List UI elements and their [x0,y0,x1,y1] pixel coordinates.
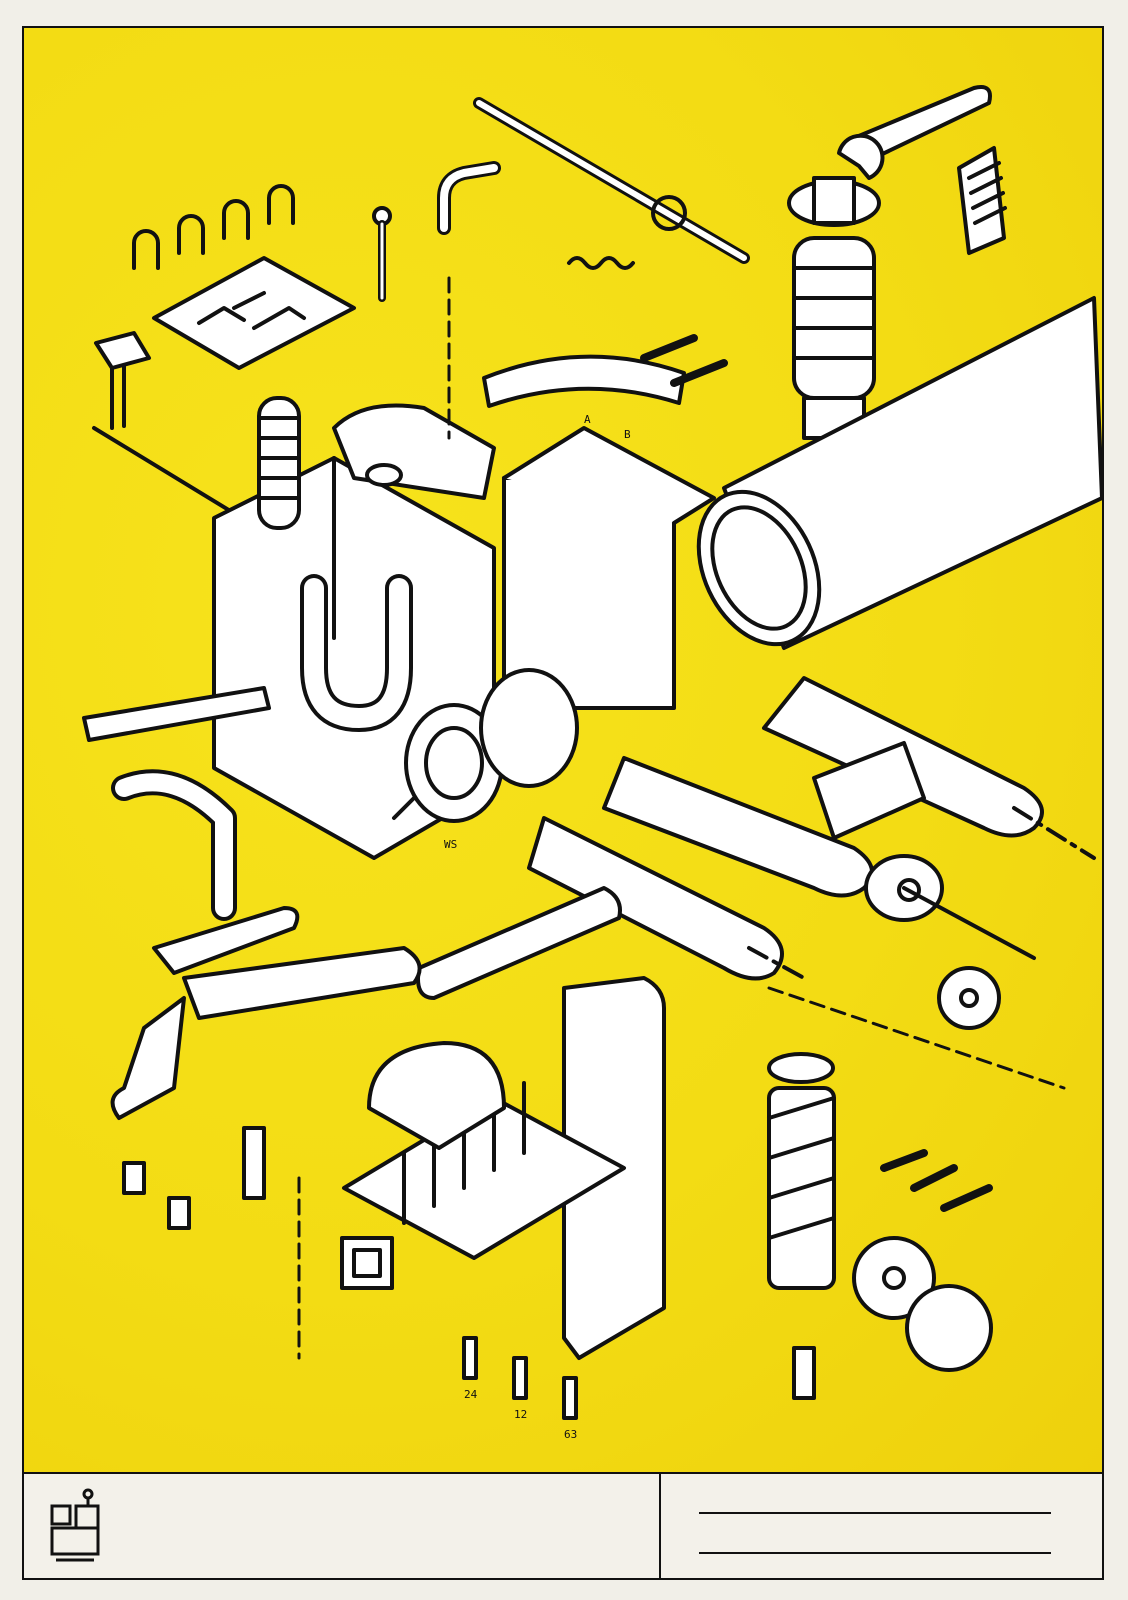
label-b: B [624,428,631,441]
pins [640,334,993,1212]
label-12: 12 [514,1408,527,1421]
screw-top [372,206,392,302]
label-a: A [584,413,591,426]
title-divider [659,1474,661,1578]
title-block [24,1472,1102,1578]
conveyor-belt-2 [812,741,926,840]
write-line-2 [699,1552,1051,1554]
spiked-roller-2 [602,756,874,898]
exploded-machine-illustration: WS A B 24 12 63 [24,28,1102,1472]
large-tube [696,296,1102,650]
spiral-column [767,1052,836,1290]
top-rail [473,97,750,264]
axle [902,886,1036,960]
write-line-1 [699,1512,1051,1514]
perforated-strip-left [82,686,271,742]
switch-box [94,331,151,430]
claw-arm [110,906,422,1120]
poster-frame: WS A B 24 12 63 [22,26,1104,1580]
bolts [122,1126,816,1420]
robot-logo-icon [46,1488,104,1566]
wrench [837,85,992,180]
comb-part [957,146,1007,255]
conveyor-belt [416,886,622,1000]
motor-drum [392,668,579,823]
heatsink-frame [342,976,666,1360]
dome-cap [367,1041,506,1150]
threaded-column [787,176,881,440]
staple-clips [132,184,295,270]
label-ws: WS [444,838,457,851]
circuit-board [152,256,356,370]
gear-3 [852,1236,936,1320]
label-24: 24 [464,1388,478,1401]
gear-2 [937,966,1001,1030]
spiked-roller-3 [527,816,806,981]
gear-4 [905,1284,993,1372]
spring [567,256,635,270]
assembly-guides [297,276,1066,1360]
square-block [340,1236,394,1290]
perforated-strip-top [482,354,686,408]
coil-spring [257,396,301,530]
label-63: 63 [564,1428,577,1441]
